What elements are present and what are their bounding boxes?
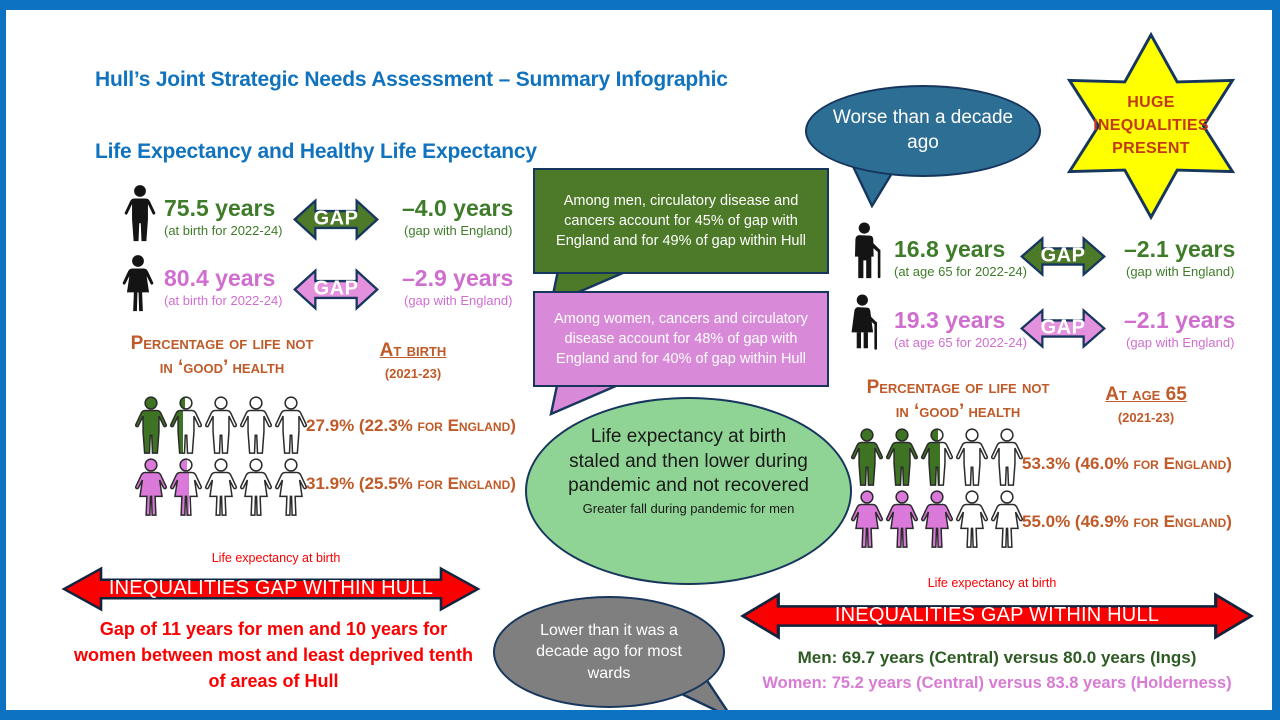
man-icon	[239, 396, 273, 454]
man-icon	[885, 428, 919, 486]
double-arrow-icon	[61, 566, 481, 612]
men-gap-explain-bubble: Among men, circulatory disease and cance…	[533, 168, 829, 274]
gap-arrow-women-birth: GAP	[293, 266, 379, 313]
man-icon	[990, 428, 1024, 486]
man-icon	[169, 396, 203, 454]
double-arrow-icon	[293, 268, 379, 311]
pictogram-row-women-65	[850, 490, 1025, 548]
double-arrow-icon	[293, 198, 379, 241]
woman-icon	[990, 490, 1024, 548]
pictogram-row-men-65	[850, 428, 1025, 486]
men-le-birth-note: (at birth for 2022-24)	[164, 223, 283, 238]
women-health-stat-65: 55.0% (46.9% for England)	[1022, 512, 1232, 531]
period-at-birth: At birth	[379, 340, 447, 361]
health-heading-birth: Percentage of life not in ‘good’ health	[130, 333, 314, 378]
man-icon	[274, 396, 308, 454]
woman-icon	[885, 490, 919, 548]
period-note-birth: (2021-23)	[384, 366, 442, 381]
gap-arrow-women-65: GAP	[1020, 306, 1106, 351]
inequalities-arrow-right: INEQUALITIES GAP WITHIN HULL	[739, 590, 1255, 642]
period-at-65: At age 65	[1105, 384, 1187, 405]
woman-icon	[204, 458, 238, 516]
gap-word: GAP	[1040, 316, 1086, 339]
woman-icon	[850, 490, 884, 548]
man-icon	[204, 396, 238, 454]
women-le65-value: 19.3 years	[894, 307, 1006, 333]
men-le65-value: 16.8 years	[894, 236, 1006, 262]
women-le-birth-note: (at birth for 2022-24)	[164, 293, 283, 308]
page-title: Hull’s Joint Strategic Needs Assessment …	[95, 68, 728, 91]
gap-arrow-men-birth: GAP	[293, 196, 379, 243]
double-arrow-icon	[1020, 236, 1106, 277]
men-le65-gap-note: (gap with England)	[1126, 264, 1235, 279]
pictogram-row-women-birth	[134, 458, 309, 516]
women-le-birth-gap-note: (gap with England)	[404, 293, 513, 308]
health-heading-65: Percentage of life not in ‘good’ health	[866, 377, 1050, 422]
woman-icon	[169, 458, 203, 516]
men-le65-note: (at age 65 for 2022-24)	[894, 264, 1027, 279]
man-icon	[920, 428, 954, 486]
context-label-left: Life expectancy at birth	[211, 551, 341, 565]
elderly-woman-icon	[846, 294, 888, 352]
page-subtitle: Life Expectancy and Healthy Life Expecta…	[95, 140, 537, 163]
double-arrow-icon	[1020, 308, 1106, 349]
gap-word: GAP	[1040, 244, 1086, 267]
woman-icon	[239, 458, 273, 516]
huge-inequalities-star: HUGE INEQUALITIES PRESENT	[1052, 30, 1250, 222]
inequalities-arrow-left: INEQUALITIES GAP WITHIN HULL	[61, 564, 481, 614]
inequalities-men-right: Men: 69.7 years (Central) versus 80.0 ye…	[797, 648, 1197, 667]
pandemic-sub-text: Greater fall during pandemic for men	[582, 501, 795, 517]
woman-icon	[134, 458, 168, 516]
woman-icon	[118, 254, 158, 312]
elderly-man-icon	[848, 222, 890, 280]
men-le-birth-gap-value: –4.0 years	[402, 195, 514, 221]
men-le-birth-gap-note: (gap with England)	[404, 223, 513, 238]
period-note-65: (2021-23)	[1117, 410, 1175, 425]
inequalities-detail-left: Gap of 11 years for men and 10 years for…	[73, 619, 474, 692]
man-icon	[122, 184, 158, 242]
women-le65-gap-value: –2.1 years	[1124, 307, 1236, 333]
man-icon	[134, 396, 168, 454]
pandemic-main-text: Life expectancy at birth staled and then…	[568, 426, 809, 497]
woman-icon	[920, 490, 954, 548]
inequalities-label-right: INEQUALITIES GAP WITHIN HULL	[834, 604, 1160, 627]
man-icon	[850, 428, 884, 486]
men-health-stat-birth: 27.9% (22.3% for England)	[306, 416, 516, 435]
pictogram-row-men-birth	[134, 396, 309, 454]
gap-word: GAP	[313, 277, 359, 300]
woman-icon	[955, 490, 989, 548]
inequalities-label-left: INEQUALITIES GAP WITHIN HULL	[108, 577, 434, 600]
women-health-stat-birth: 31.9% (25.5% for England)	[306, 474, 516, 493]
pandemic-ellipse: Life expectancy at birth staled and then…	[525, 397, 852, 585]
women-le65-note: (at age 65 for 2022-24)	[894, 335, 1027, 350]
double-arrow-icon	[740, 592, 1254, 640]
gap-word: GAP	[313, 207, 359, 230]
men-le-birth-value: 75.5 years	[164, 195, 276, 221]
women-gap-explain-bubble: Among women, cancers and circulatory dis…	[533, 291, 829, 387]
inequalities-women-right: Women: 75.2 years (Central) versus 83.8 …	[762, 674, 1232, 692]
gap-arrow-men-65: GAP	[1020, 234, 1106, 279]
women-le-birth-gap-value: –2.9 years	[402, 265, 514, 291]
lower-decade-bubble: Lower than it was a decade ago for most …	[493, 596, 725, 708]
context-label-right: Life expectancy at birth	[927, 576, 1057, 590]
woman-icon	[274, 458, 308, 516]
star-text: HUGE INEQUALITIES PRESENT	[1093, 94, 1209, 158]
men-le65-gap-value: –2.1 years	[1124, 236, 1236, 262]
star-icon	[1066, 31, 1236, 221]
men-health-stat-65: 53.3% (46.0% for England)	[1022, 454, 1232, 473]
man-icon	[955, 428, 989, 486]
women-le-birth-value: 80.4 years	[164, 265, 276, 291]
worse-decade-bubble: Worse than a decade ago	[805, 85, 1041, 177]
women-le65-gap-note: (gap with England)	[1126, 335, 1235, 350]
